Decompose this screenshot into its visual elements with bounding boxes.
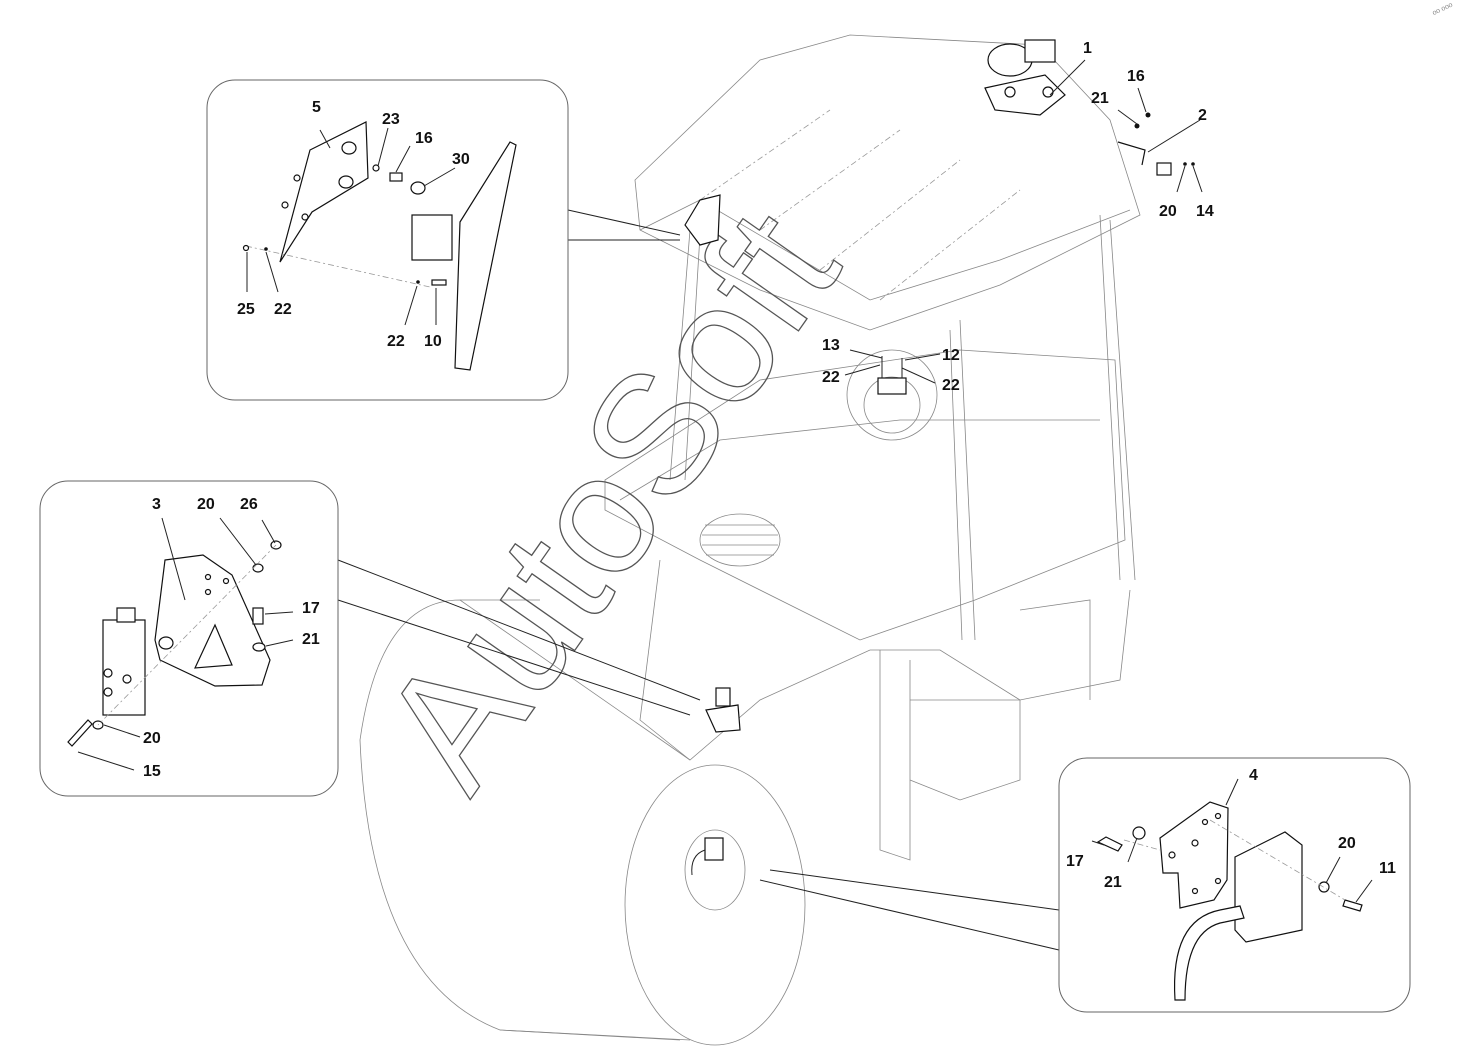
detail1-callout-10: 10	[424, 333, 442, 350]
detail3-callout-11: 11	[1379, 860, 1396, 877]
detail1-callout-16: 16	[415, 130, 433, 147]
detail3-callout-20: 20	[1338, 835, 1356, 852]
callout-1: 1	[1083, 40, 1092, 57]
main-leaders	[844, 59, 1203, 384]
grille	[699, 513, 781, 567]
part-12-13-connector	[846, 349, 938, 441]
detail2-callout-17: 17	[302, 600, 320, 617]
corner-mark: oo ooo	[1431, 2, 1453, 17]
detail1-callout-5: 5	[312, 99, 321, 116]
callout-13: 13	[822, 337, 840, 354]
detail2-callout-20-top: 20	[197, 496, 215, 513]
detail-box-mid-left: 3 20 26 17 21 20 15	[39, 480, 701, 797]
detail1-callout-22-right: 22	[387, 333, 405, 350]
callout-22-left: 22	[822, 369, 840, 386]
detail1-callout-30: 30	[452, 151, 470, 168]
detail3-callout-17: 17	[1066, 853, 1084, 870]
callout-12: 12	[942, 347, 960, 364]
detail-box-bottom-right: 17 21 4 20 11	[759, 757, 1411, 1013]
detail1-callout-23: 23	[382, 111, 400, 128]
detail3-callout-4: 4	[1249, 767, 1258, 784]
callout-21: 21	[1091, 90, 1109, 107]
callout-14: 14	[1196, 203, 1214, 220]
part-4-sensor-small	[691, 837, 724, 876]
detail2-callout-3: 3	[152, 496, 161, 513]
callout-20: 20	[1159, 203, 1177, 220]
part-5-panel-small	[684, 194, 721, 246]
callout-2: 2	[1198, 107, 1207, 124]
detail3-callout-21: 21	[1104, 874, 1122, 891]
detail2-callout-26: 26	[240, 496, 258, 513]
part-2-bracket	[1117, 112, 1195, 176]
detail1-callout-25: 25	[237, 301, 255, 318]
detail2-callout-21: 21	[302, 631, 320, 648]
callout-22-right: 22	[942, 377, 960, 394]
part-1-motor	[984, 39, 1066, 116]
machine-frame	[604, 34, 1141, 861]
detail2-callout-20-bottom: 20	[143, 730, 161, 747]
detail1-callout-22-left: 22	[274, 301, 292, 318]
detail2-callout-15: 15	[143, 763, 161, 780]
part-3-valve-small	[705, 687, 741, 733]
drum	[359, 599, 806, 1046]
callout-16: 16	[1127, 68, 1145, 85]
detail-box-top-left: 5 23 16 30 25 22 22 10	[206, 79, 681, 401]
